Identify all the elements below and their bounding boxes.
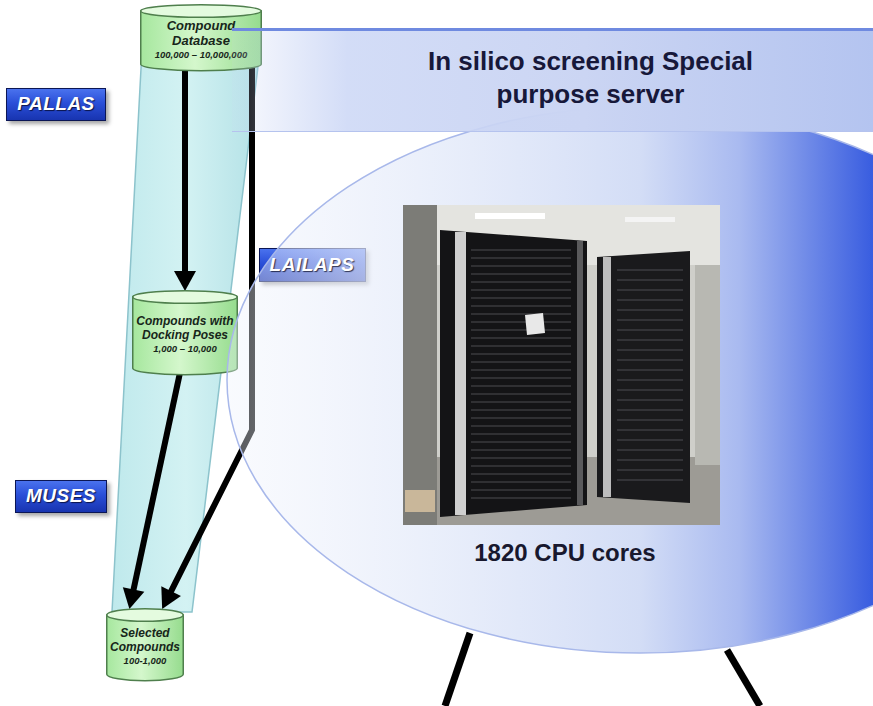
node-label: Selected Compounds [110,627,180,655]
text-holder: 1820 CPU cores [415,539,715,568]
flow-arrow [174,68,196,291]
node-label: PALLAS [17,93,95,116]
text-holder: In silico screening Special purpose serv… [232,31,873,110]
node-label: Compounds with Docking Poses [136,315,234,343]
arrow-line [133,374,180,592]
method-box: PALLAS [6,88,106,121]
method-box: MUSES [15,480,107,513]
text-holder: PALLAS [9,93,103,116]
server-photo [225,105,873,655]
title-band: In silico screening Special purpose serv… [232,28,873,132]
count-range: 100-1,000 [110,656,180,667]
flow-arrow [123,374,180,609]
arrow-head [161,586,181,609]
node-label: LAILAPS [270,254,355,277]
text-holder: MUSES [18,485,104,508]
node-label: In silico screening Special purpose serv… [421,45,761,110]
database-cylinder: Compounds with Docking Poses1,000 – 10,0… [132,290,238,376]
count-range: 1,000 – 10,000 [136,344,234,355]
node-label: MUSES [26,485,96,508]
server-ellipse: 1820 CPU cores [225,105,873,655]
arrow-head [174,271,196,291]
arrow-head [123,587,145,609]
support-line [445,633,470,706]
database-cylinder: Selected Compounds100-1,000 [106,608,184,682]
arrow-line [182,68,188,274]
support-line [727,650,760,706]
text-holder: LAILAPS [262,254,363,277]
node-label: 1820 CPU cores [415,539,715,568]
